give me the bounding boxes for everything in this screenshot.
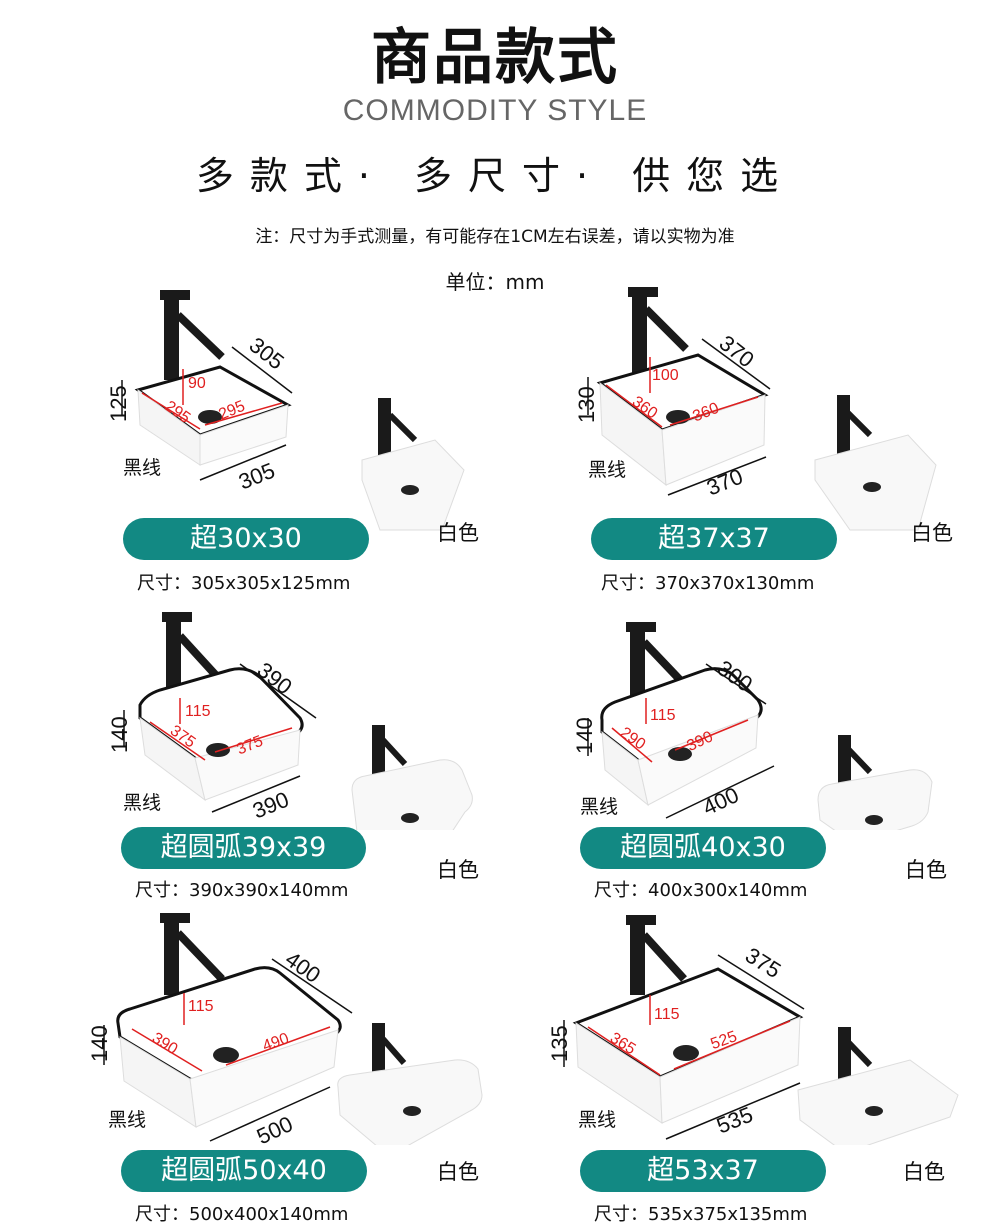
dim-inner-depth: 115	[650, 707, 676, 724]
color-label: 白色	[911, 521, 953, 545]
faucet-icon	[160, 913, 225, 995]
dim-inner-depth: 90	[188, 375, 206, 392]
basin-thumbnail	[351, 725, 473, 830]
basin-diagram: 375 535 135 115 365 525	[547, 915, 959, 1145]
rim-label: 黑线	[123, 792, 162, 814]
dim-inner-depth: 115	[185, 703, 211, 720]
dim-height: 140	[572, 717, 597, 754]
size-text: 尺寸：400x300x140mm	[594, 880, 808, 901]
dim-width: 500	[253, 1111, 297, 1145]
dim-width: 390	[249, 787, 292, 824]
color-label: 白色	[437, 1160, 479, 1184]
basin-diagram: 370 370 130 100 360 360	[574, 287, 937, 531]
basin-diagram: 400 500 140 115 390 490	[87, 913, 483, 1145]
product-card-1[interactable]: 305 305 125 90 295 295 黑线 白色 超30x30 尺寸：3…	[0, 285, 495, 594]
model-name-pill[interactable]: 超37x37	[591, 518, 837, 560]
product-card-5[interactable]: 400 500 140 115 390 490 黑线 白色 超圆弧50x40 尺…	[0, 905, 495, 1225]
basin-diagram: 305 305 125 90 295 295	[106, 290, 465, 531]
faucet-icon	[628, 287, 689, 375]
dim-width: 370	[703, 464, 746, 501]
basin-thumbnail	[814, 395, 937, 531]
model-name-pill[interactable]: 超53x37	[580, 1150, 826, 1192]
dim-inner-depth: 100	[652, 367, 679, 384]
dim-depth: 305	[245, 332, 289, 374]
model-name-pill[interactable]: 超圆弧39x39	[121, 827, 366, 869]
size-text: 尺寸：500x400x140mm	[135, 1204, 349, 1225]
color-label: 白色	[903, 1160, 945, 1184]
product-card-3[interactable]: 390 390 140 115 375 375 黑线 白色 超圆弧39x39 尺…	[0, 600, 495, 905]
color-label: 白色	[437, 858, 479, 882]
color-label: 白色	[437, 521, 479, 545]
dim-width: 400	[699, 782, 743, 820]
basin-diagram: 300 400 140 115 290 390	[572, 622, 933, 830]
faucet-icon	[626, 622, 685, 704]
rim-label: 黑线	[588, 459, 627, 481]
basin-thumbnail	[797, 1027, 959, 1145]
rim-label: 黑线	[580, 796, 619, 818]
size-text: 尺寸：390x390x140mm	[135, 880, 349, 901]
color-label: 白色	[905, 858, 947, 882]
basin-thumbnail	[817, 735, 933, 830]
rim-label: 黑线	[578, 1109, 617, 1131]
product-card-6[interactable]: 375 535 135 115 365 525 黑线 白色 超53x37 尺寸：…	[470, 905, 965, 1225]
model-name-pill[interactable]: 超30x30	[123, 518, 369, 560]
rim-label: 黑线	[123, 457, 162, 479]
model-name-pill[interactable]: 超圆弧40x30	[580, 827, 826, 869]
dim-inner-depth: 115	[188, 998, 214, 1015]
dim-height: 125	[106, 385, 131, 422]
faucet-icon	[626, 915, 687, 995]
dim-height: 140	[87, 1025, 112, 1062]
dim-depth: 375	[741, 942, 785, 983]
basin-thumbnail	[337, 1023, 483, 1145]
measurement-note: 注：尺寸为手式测量，有可能存在1CM左右误差，请以实物为准	[255, 227, 735, 247]
dim-height: 135	[547, 1025, 572, 1062]
page-subtitle: COMMODITY STYLE	[342, 94, 648, 127]
size-text: 尺寸：370x370x130mm	[601, 573, 815, 594]
product-card-2[interactable]: 370 370 130 100 360 360 黑线 白色 超37x37 尺寸：…	[470, 285, 965, 594]
basin-thumbnail	[361, 398, 465, 531]
dim-height: 140	[107, 716, 132, 753]
tagline: 多款式· 多尺寸· 供您选	[195, 154, 795, 198]
dim-depth: 370	[715, 330, 759, 372]
rim-label: 黑线	[108, 1109, 147, 1131]
size-text: 尺寸：535x375x135mm	[594, 1204, 808, 1225]
dim-height: 130	[574, 386, 599, 423]
page-title: 商品款式	[371, 23, 619, 93]
dim-width: 535	[713, 1102, 756, 1139]
size-text: 尺寸：305x305x125mm	[137, 573, 351, 594]
dim-inner-depth: 115	[654, 1006, 680, 1023]
product-card-4[interactable]: 300 400 140 115 290 390 黑线 白色 超圆弧40x30 尺…	[470, 600, 965, 905]
model-name-pill[interactable]: 超圆弧50x40	[121, 1150, 367, 1192]
basin-diagram: 390 390 140 115 375 375	[107, 612, 473, 830]
unit-label: 单位：mm	[445, 270, 545, 294]
faucet-icon	[160, 290, 225, 380]
